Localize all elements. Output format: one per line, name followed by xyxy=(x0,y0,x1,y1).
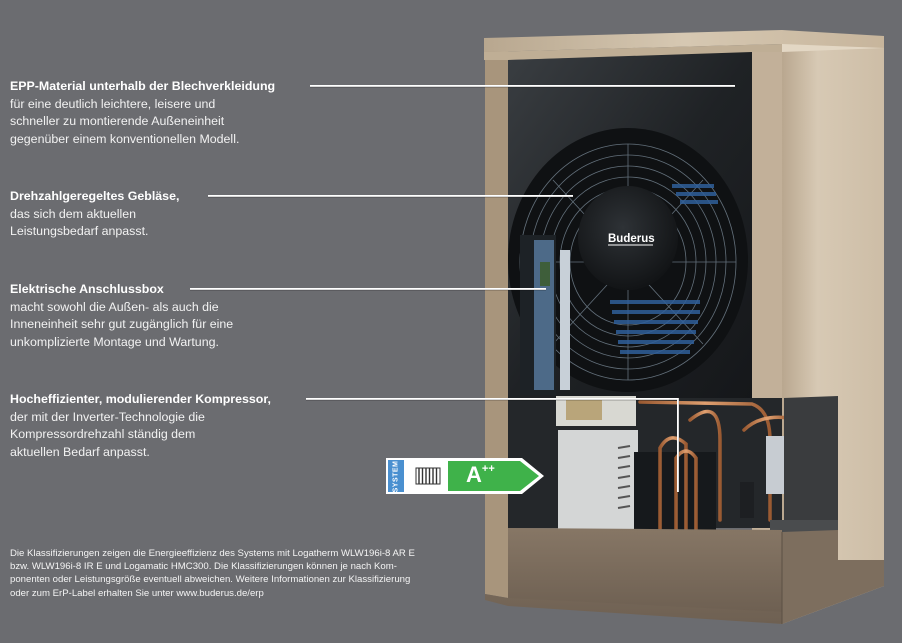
rating-suffix: ++ xyxy=(481,462,495,475)
callout-title: Drehzahlgeregeltes Gebläse, xyxy=(10,189,180,203)
leader-line-epp xyxy=(310,85,735,87)
callout-fan: Drehzahlgeregeltes Gebläse, das sich dem… xyxy=(10,188,179,241)
system-tag: SYSTEM xyxy=(386,458,404,494)
energy-rating: A++ xyxy=(466,462,495,488)
energy-efficiency-label: SYSTEM A++ xyxy=(386,458,544,494)
callout-body: das sich dem aktuellen Leistungsbedarf a… xyxy=(10,206,149,239)
rating-letter: A xyxy=(466,462,482,487)
radiator-icon xyxy=(415,467,441,485)
footnote: Die Klassifizierungen zeigen die Energie… xyxy=(10,548,415,599)
leader-line-fan xyxy=(208,195,573,197)
leader-line-connection-box xyxy=(190,288,546,290)
system-text: SYSTEM xyxy=(392,460,400,492)
callout-title: EPP-Material unterhalb der Blechverkleid… xyxy=(10,79,276,93)
callout-body: für eine deutlich leichtere, leisere und… xyxy=(10,96,240,146)
callout-epp-material: EPP-Material unterhalb der Blechverkleid… xyxy=(10,78,275,148)
callout-compressor: Hocheffizienter, modulierender Kompresso… xyxy=(10,391,271,461)
leader-line-compressor xyxy=(306,398,677,400)
callout-title: Hocheffizienter, modulierender Kompresso… xyxy=(10,392,271,406)
callout-body: macht sowohl die Außen- als auch die Inn… xyxy=(10,299,234,349)
callout-body: der mit der Inverter-Technologie die Kom… xyxy=(10,409,205,459)
brand-logo: Buderus xyxy=(608,233,655,245)
callout-connection-box: Elektrische Anschlussbox macht sowohl di… xyxy=(10,281,233,351)
callout-title: Elektrische Anschlussbox xyxy=(10,282,164,296)
leader-line-compressor-drop xyxy=(677,398,679,492)
